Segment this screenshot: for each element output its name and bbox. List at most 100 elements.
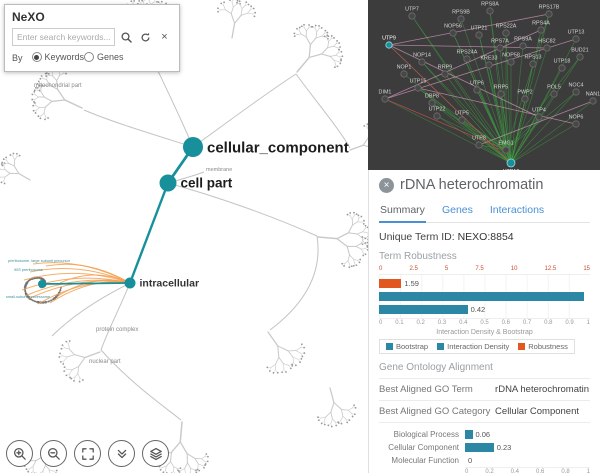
network-node-NOP1[interactable]: NOP1 [397, 65, 412, 78]
network-node-RPS9A[interactable]: RPS9A [514, 37, 532, 50]
term-id-value: NEXO:8854 [457, 231, 514, 243]
zoom-in-button[interactable] [6, 440, 33, 467]
network-node-RRP9[interactable]: RRP9 [438, 65, 452, 78]
network-node-label: NOP56 [444, 24, 462, 30]
zoom-out-button[interactable] [40, 440, 67, 467]
network-node-UTP22[interactable]: UTP22 [429, 107, 446, 120]
alignment-value-label: 0 [468, 456, 473, 465]
network-node-label: UTP15 [410, 79, 427, 85]
robustness-bar-row: 0.42 [379, 303, 590, 316]
alignment-bar-area: 0.23 [465, 443, 590, 452]
network-node-label: NOP14 [413, 53, 431, 59]
network-node-NAN1[interactable]: NAN1 [586, 92, 600, 105]
network-node-UTP8[interactable]: UTP8 [472, 136, 486, 149]
network-node-RPS17B[interactable]: RPS17B [539, 5, 560, 18]
axis-tick: 2.5 [409, 266, 418, 272]
network-node-UTP10[interactable]: UTP10 [503, 158, 520, 170]
gene-network-canvas[interactable]: UTP7 RPS9B RPS8A RPS17B NOP56 UTP21 RPS22A RPS4… [368, 0, 600, 171]
network-node-POL5[interactable]: POL5 [547, 85, 561, 98]
network-node-label: PWP2 [517, 90, 532, 96]
network-node-NOP14[interactable]: NOP14 [413, 53, 431, 66]
reset-icon[interactable] [138, 30, 153, 45]
network-node-RRP5[interactable]: RRP5 [494, 85, 508, 98]
axis-tick: 7.5 [475, 266, 484, 272]
robustness-bar-row [379, 290, 590, 303]
network-node-RPS8A[interactable]: RPS8A [481, 2, 499, 15]
network-node-UTP7[interactable]: UTP7 [405, 7, 419, 20]
go-row-label: Best Aligned GO Category [379, 406, 491, 417]
tab-interactions[interactable]: Interactions [489, 204, 545, 216]
network-node-UTP13[interactable]: UTP13 [568, 30, 585, 43]
clear-search-icon[interactable]: × [157, 30, 172, 45]
collapse-depth-button[interactable] [108, 440, 135, 467]
robustness-bar-row: 1.59 [379, 277, 590, 290]
robustness-bar [379, 279, 402, 288]
network-node-label: EMG1 [498, 141, 513, 147]
network-node-UTP21[interactable]: UTP21 [471, 26, 488, 39]
tree-term-label: protein complex [96, 327, 138, 333]
network-node-RPS7A[interactable]: RPS7A [491, 39, 509, 52]
network-node-RPS22A[interactable]: RPS22A [496, 24, 517, 37]
network-node-RPS4A[interactable]: RPS4A [532, 21, 550, 34]
axis-tick: 0 [465, 469, 469, 473]
network-node-label: UTP8 [472, 136, 486, 142]
view-controls [6, 440, 169, 467]
alignment-row-label: Biological Process [393, 430, 459, 439]
alignment-row-label: Cellular Component [388, 443, 459, 452]
bar-value-label: 0.42 [470, 305, 486, 314]
robustness-bars: 1.59 0.42 [379, 275, 590, 318]
network-node-NOC4[interactable]: NOC4 [569, 83, 584, 96]
close-panel-icon[interactable]: × [379, 177, 394, 193]
layers-button[interactable] [142, 440, 169, 467]
network-node-EMG1[interactable]: EMG1 [498, 141, 514, 154]
network-node-NOP56[interactable]: NOP56 [444, 24, 462, 37]
axis-tick: 0.6 [535, 469, 545, 473]
network-node-NOP6[interactable]: NOP6 [569, 115, 584, 128]
tab-genes[interactable]: Genes [441, 204, 473, 216]
network-node-BUD21[interactable]: BUD21 [571, 48, 589, 61]
network-node-DIM1[interactable]: DIM1 [379, 90, 392, 103]
axis-tick: 0.4 [459, 320, 468, 326]
network-node-RPS13[interactable]: RPS13 [524, 55, 542, 68]
search-icon[interactable] [119, 30, 134, 45]
legend-item-interaction-density: Interaction Density [437, 342, 509, 351]
network-node-UTP5[interactable]: UTP5 [455, 111, 469, 124]
network-node-RPS24A[interactable]: RPS24A [457, 50, 478, 63]
tree-node-cell-part[interactable] [159, 174, 177, 192]
alignment-row: Molecular Function 0 [379, 454, 590, 467]
network-node-UTP15[interactable]: UTP15 [410, 79, 427, 92]
network-node-HSC82[interactable]: HSC82 [538, 39, 556, 52]
search-input[interactable] [12, 28, 115, 46]
tab-summary[interactable]: Summary [379, 200, 426, 223]
network-node-UTP18[interactable]: UTP18 [554, 59, 571, 72]
axis-tick: 0.8 [561, 469, 570, 473]
network-node-UTP9[interactable]: UTP9 [382, 36, 396, 49]
legend-label: Bootstrap [396, 342, 429, 351]
axis-tick: 0.1 [395, 320, 404, 326]
cluster-term-label: small-subunit processome [6, 295, 50, 299]
tree-node-label: intracellular [140, 278, 200, 290]
radio-genes[interactable]: Genes [84, 52, 124, 62]
robustness-axis-title: Interaction Density & Bootstrap [436, 329, 533, 336]
fit-to-screen-button[interactable] [74, 440, 101, 467]
network-node-UTP4[interactable]: UTP4 [532, 108, 546, 121]
tree-node-intracellular[interactable] [124, 277, 136, 289]
network-node-RPS9B[interactable]: RPS9B [452, 10, 470, 23]
network-node-UTP6[interactable]: UTP6 [470, 81, 484, 94]
network-node-DBP8[interactable]: DBP8 [425, 94, 439, 107]
network-node-PWP2[interactable]: PWP2 [517, 90, 533, 103]
network-node-NOP58[interactable]: NOP58 [502, 53, 520, 66]
radio-keywords[interactable]: Keywords [31, 52, 84, 62]
alignment-row-label: Molecular Function [391, 456, 459, 465]
bootstrap-bar [379, 292, 584, 301]
network-node-KRE33[interactable]: KRE33 [480, 56, 498, 69]
alignment-bar [465, 443, 494, 452]
tree-node-cellular_component[interactable] [183, 137, 203, 157]
tree-node-cluster[interactable] [38, 280, 46, 288]
alignment-value-label: 0.23 [496, 443, 512, 452]
